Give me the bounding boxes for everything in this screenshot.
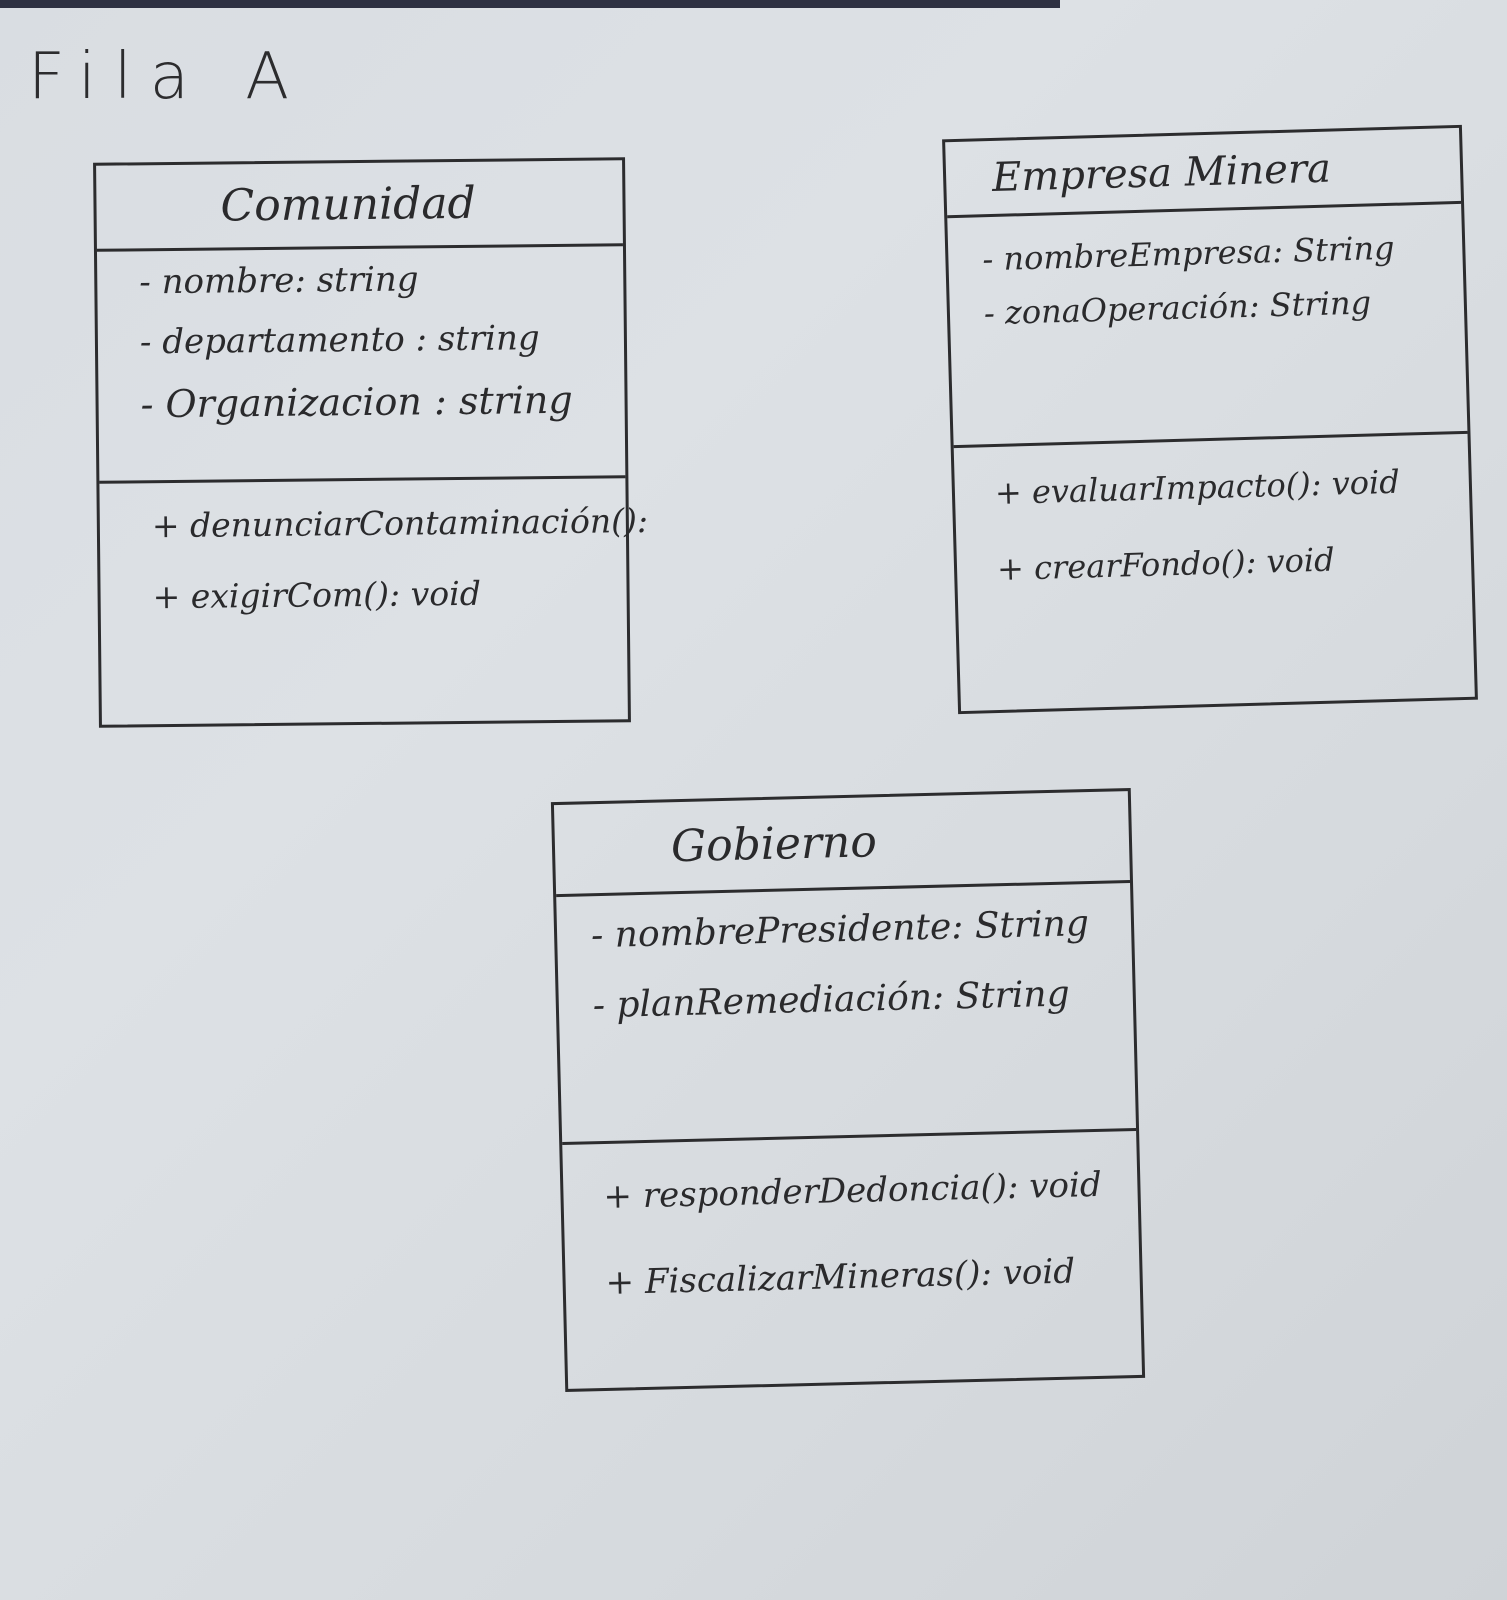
class-empresa-minera: Empresa Minera - nombreEmpresa: String -… [942, 124, 1478, 715]
method-crear-fondo: + crearFondo(): void [996, 540, 1336, 588]
method-exigir-com: + exigirCom(): void [152, 573, 482, 617]
attribute-organizacion: - Organizacion : string [140, 377, 573, 427]
method-responder-denuncia: + responderDedoncia(): void [603, 1164, 1103, 1217]
attributes-compartment: - nombreEmpresa: String - zonaOperación:… [947, 203, 1468, 449]
attribute-departamento: - departamento : string [139, 318, 540, 363]
method-denunciar-contaminacion: + denunciarContaminación(): [151, 501, 649, 546]
attributes-compartment: - nombre: string - departamento : string… [96, 246, 626, 484]
attribute-nombre: - nombre: string [139, 259, 419, 303]
class-name: Comunidad [96, 160, 623, 252]
methods-compartment: + responderDedoncia(): void + Fiscalizar… [562, 1131, 1142, 1389]
attribute-nombre-empresa: - nombreEmpresa: String [981, 228, 1396, 279]
class-gobierno: Gobierno - nombrePresidente: String - pl… [550, 788, 1146, 1392]
class-comunidad: Comunidad - nombre: string - departament… [93, 157, 649, 728]
class-name: Empresa Minera [945, 127, 1462, 219]
attribute-zona-operacion: - zonaOperación: String [983, 283, 1372, 333]
methods-compartment: + denunciarContaminación(): + exigirCom(… [99, 478, 649, 724]
photo-top-edge [0, 0, 1060, 8]
methods-compartment: + evaluarImpacto(): void + crearFondo():… [954, 434, 1475, 711]
attribute-nombre-presidente: - nombrePresidente: String [590, 903, 1090, 957]
attribute-plan-remediacion: - planRemediación: String [592, 973, 1071, 1027]
method-fiscalizar-mineras: + FiscalizarMineras(): void [605, 1251, 1076, 1303]
method-evaluar-impacto: + evaluarImpacto(): void [994, 462, 1401, 513]
page-title: Fila A [28, 40, 308, 114]
attributes-compartment: - nombrePresidente: String - planRemedia… [556, 883, 1137, 1145]
class-name: Gobierno [553, 791, 1131, 898]
